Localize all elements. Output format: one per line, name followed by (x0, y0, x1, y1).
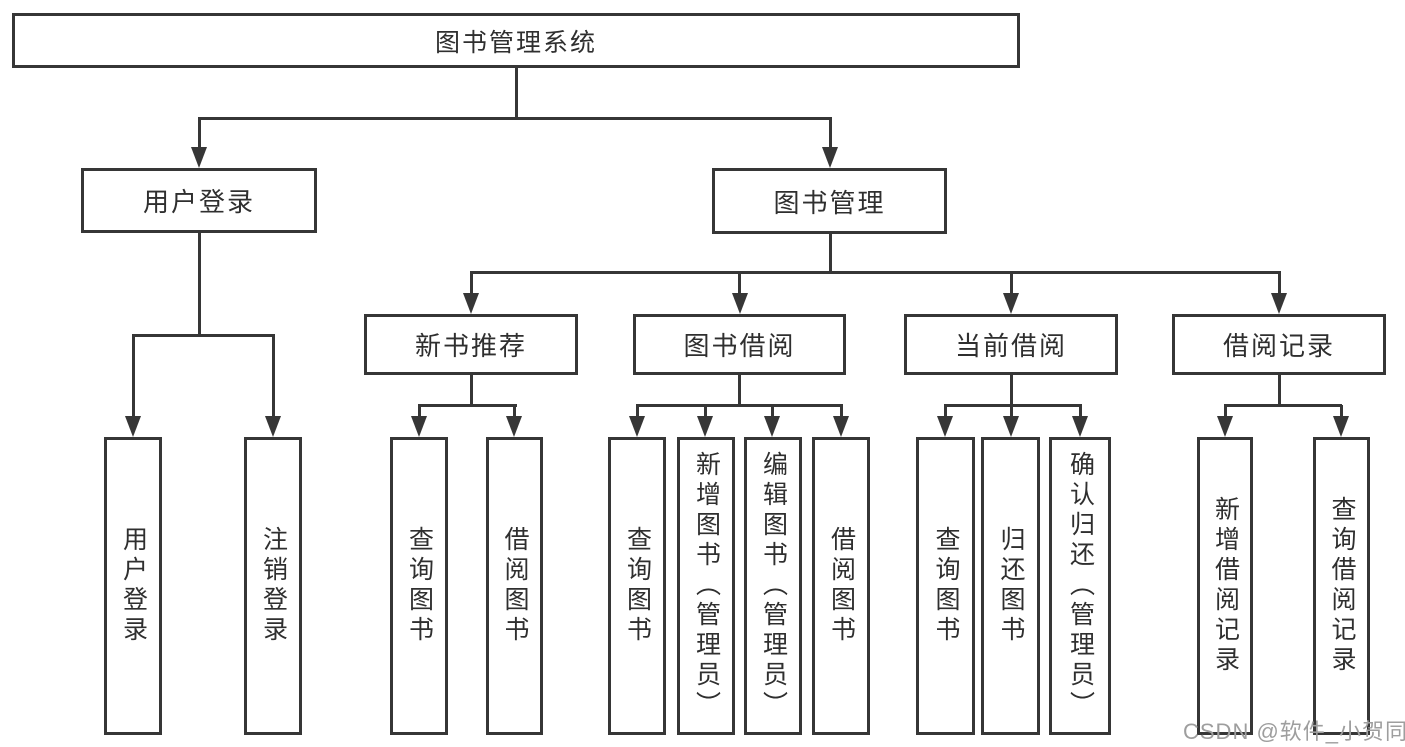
node-label: 查询图书 (932, 526, 960, 646)
node-query-books-leaf: 查询图书 (916, 437, 975, 735)
connector-line (417, 404, 517, 407)
node-confirm-return-admin-leaf: 确认归还（管理员） (1049, 437, 1111, 735)
connector-line (635, 404, 843, 407)
arrow-down-icon (125, 416, 141, 437)
arrow-down-icon (411, 416, 427, 437)
node-label: 用户登录 (119, 526, 148, 646)
connector-line (828, 117, 832, 148)
connector-line (703, 405, 707, 417)
connector-line (514, 68, 518, 119)
node-label: 查询图书 (623, 526, 652, 646)
arrow-down-icon (463, 293, 479, 314)
connector-line (469, 271, 1281, 274)
node-label: 图书管理系统 (434, 28, 597, 57)
connector-line (828, 234, 832, 274)
node-query-books-leaf: 查询图书 (608, 437, 666, 735)
arrow-down-icon (1271, 293, 1287, 314)
node-add-books-admin-leaf: 新增图书（管理员） (677, 437, 735, 735)
node-label: 编辑图书（管理员） (759, 451, 788, 721)
node-borrowing-records: 借阅记录 (1172, 314, 1386, 375)
arrow-down-icon (265, 416, 281, 437)
connector-line (943, 404, 1082, 407)
connector-line (1277, 272, 1281, 294)
node-add-borrow-record-leaf: 新增借阅记录 (1197, 437, 1253, 735)
connector-line (469, 272, 473, 294)
node-label: 用户登录 (142, 187, 255, 217)
node-label: 借阅图书 (501, 526, 529, 646)
node-label: 新增图书（管理员） (692, 451, 721, 721)
node-label: 新书推荐 (414, 331, 527, 361)
connector-line (839, 405, 843, 417)
connector-line (197, 117, 201, 148)
node-current-borrowing: 当前借阅 (904, 314, 1118, 375)
node-edit-books-admin-leaf: 编辑图书（管理员） (744, 437, 802, 735)
node-borrow-books-leaf: 借阅图书 (486, 437, 543, 735)
connector-line (469, 375, 473, 407)
node-user-login-leaf: 用户登录 (104, 437, 162, 735)
connector-line (1009, 375, 1013, 407)
connector-line (1078, 405, 1082, 417)
node-label: 查询图书 (405, 526, 434, 646)
arrow-down-icon (1003, 293, 1019, 314)
connector-line (1223, 404, 1342, 407)
node-label: 查询借阅记录 (1328, 496, 1356, 676)
arrow-down-icon (1217, 416, 1233, 437)
arrow-down-icon (731, 293, 748, 314)
connector-line (738, 375, 741, 407)
arrow-down-icon (697, 416, 713, 437)
connector-line (1277, 375, 1281, 407)
arrow-down-icon (191, 147, 207, 168)
arrow-down-icon (506, 416, 522, 437)
node-label: 归还图书 (997, 526, 1025, 646)
arrow-down-icon (629, 416, 645, 437)
connector-line (1339, 405, 1343, 417)
node-label: 图书借阅 (683, 331, 796, 361)
connector-line (738, 272, 741, 294)
csdn-watermark: CSDN @软件_小贺同学 (1183, 719, 1405, 744)
connector-line (131, 335, 135, 417)
connector-line (197, 116, 832, 120)
node-query-borrow-record-leaf: 查询借阅记录 (1313, 437, 1370, 735)
connector-line (635, 405, 639, 417)
arrow-down-icon (764, 416, 780, 437)
node-label: 注销登录 (259, 526, 288, 646)
node-query-books-leaf: 查询图书 (390, 437, 448, 735)
node-label: 当前借阅 (954, 331, 1067, 361)
arrow-down-icon (1003, 416, 1019, 437)
connector-line (197, 233, 201, 337)
connector-line (1009, 272, 1013, 294)
node-user-login-branch: 用户登录 (81, 168, 317, 233)
connector-line (770, 405, 774, 417)
arrow-down-icon (1333, 416, 1349, 437)
node-book-management-branch: 图书管理 (712, 168, 947, 234)
node-label: 图书管理 (773, 187, 886, 218)
arrow-down-icon (1072, 416, 1088, 437)
connector-line (1009, 405, 1013, 417)
arrow-down-icon (822, 147, 838, 168)
node-label: 借阅图书 (827, 526, 856, 646)
connector-line (1223, 405, 1227, 417)
node-label: 确认归还（管理员） (1066, 451, 1095, 721)
connector-line (512, 405, 516, 417)
node-return-books-leaf: 归还图书 (981, 437, 1040, 735)
node-logout-leaf: 注销登录 (244, 437, 302, 735)
connector-line (131, 334, 275, 337)
node-borrow-books-leaf: 借阅图书 (812, 437, 870, 735)
connector-line (417, 405, 421, 417)
node-label: 新增借阅记录 (1211, 496, 1240, 676)
node-label: 借阅记录 (1222, 331, 1335, 361)
node-book-borrowing: 图书借阅 (633, 314, 846, 375)
connector-line (271, 335, 275, 417)
node-root-system: 图书管理系统 (12, 13, 1020, 68)
connector-line (943, 405, 947, 417)
arrow-down-icon (937, 416, 953, 437)
node-new-book-recommend: 新书推荐 (364, 314, 578, 375)
arrow-down-icon (833, 416, 849, 437)
